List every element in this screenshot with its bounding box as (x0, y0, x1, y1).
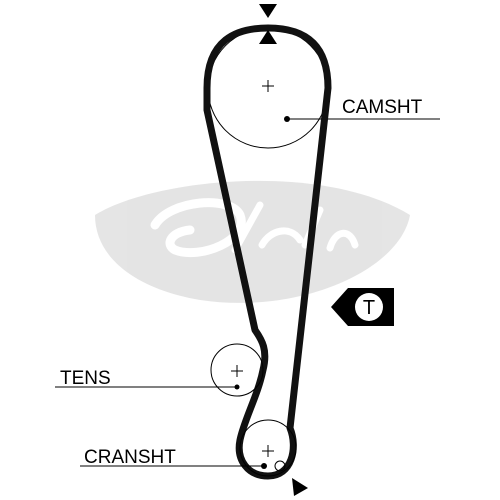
rotation-arrow-icon (292, 478, 308, 496)
alignment-triangles-icon (259, 4, 277, 44)
camshaft-center-cross-icon (262, 80, 274, 92)
crankshaft-key-circle (274, 460, 286, 472)
crankshaft-pulley (239, 419, 297, 477)
tensioner-label: TENS (60, 368, 111, 389)
tensioner-tag-letter: T (363, 297, 375, 319)
camshaft-label: CAMSHT (342, 97, 423, 118)
tensioner-pulley (210, 343, 264, 397)
tensioner-tag-icon (331, 288, 394, 326)
brand-watermark-logo (95, 180, 410, 303)
tensioner-center-cross-icon (231, 365, 243, 377)
crankshaft-center-cross-icon (262, 445, 274, 457)
crankshaft-label: CRANSHT (84, 447, 176, 468)
